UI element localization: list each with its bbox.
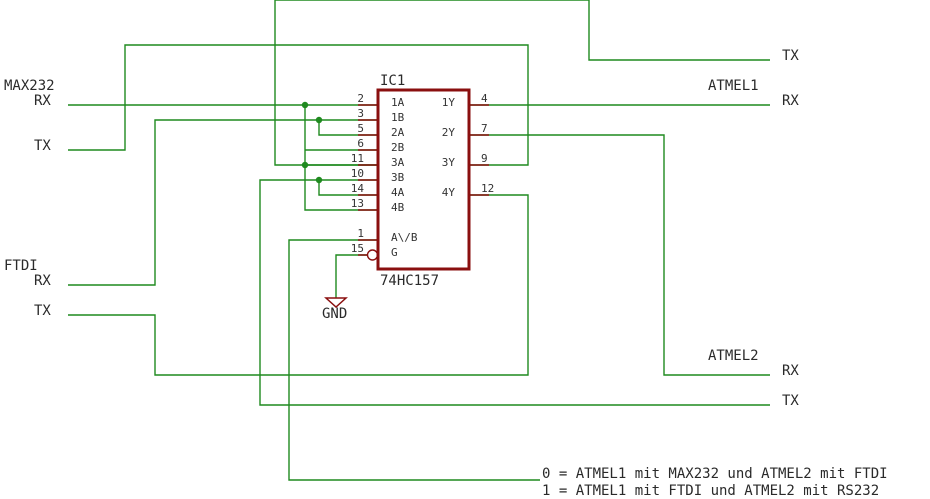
junction-dot [301,101,309,109]
ic1-pin-number: 2 [357,92,364,105]
ftdi-tx-label: TX [34,303,51,319]
atmel2-rx-label: RX [782,363,799,379]
ic1-pin-name: A\/B [391,231,418,244]
max232-rx-label: RX [34,93,51,109]
ic1-pin-number: 9 [481,152,488,165]
ic1-pin-number: 13 [351,197,364,210]
wire-max232-tx [68,44,529,166]
ic1-right-pin-stubs [469,104,489,196]
ic1-pin-name: 1Y [442,96,456,109]
ic1-pin-name: 2Y [442,126,456,139]
note-line-1: 1 = ATMEL1 mit FTDI und ATMEL2 mit RS232 [542,483,879,499]
atmel1-rx-label: RX [782,93,799,109]
ftdi-rx-label: RX [34,273,51,289]
max232-tx-label: TX [34,138,51,154]
wire-atmel2-rx [469,134,770,376]
wire-3b-4b [304,165,378,211]
gnd-triangle-icon [324,297,348,309]
wire-atmel1-tx [274,0,770,166]
connector-labels: MAX232 RX TX FTDI RX TX TX ATMEL1 RX ATM… [4,48,799,409]
ic1-pin-name: 2B [391,141,405,154]
ic1-pin-name: 4Y [442,186,456,199]
ic1-part: 74HC157 [380,273,439,289]
junction-dot [315,116,323,124]
gnd-symbol: GND [322,297,348,322]
ic1-pin-number: 1 [357,227,364,240]
ic1-pin-name: 1B [391,111,405,124]
gnd-label: GND [322,306,347,322]
ic1-ref: IC1 [380,73,405,89]
ic1-pin-number: 10 [351,167,364,180]
wire-select [288,239,540,481]
atmel2-tx-label: TX [782,393,799,409]
select-notes: 0 = ATMEL1 mit MAX232 und ATMEL2 mit FTD… [542,466,888,499]
ic1-pin-name: 3Y [442,156,456,169]
ftdi-name: FTDI [4,258,38,274]
atmel1-tx-label: TX [782,48,799,64]
ic1-pin-name: 3B [391,171,405,184]
ic1-pin-name: 4B [391,201,405,214]
junction-dot [301,161,309,169]
wire-ftdi-rx [68,119,378,286]
wire-ftdi-tx [68,194,529,376]
atmel2-name: ATMEL2 [708,348,759,364]
junctions [301,101,323,184]
wires [68,0,770,481]
max232-name: MAX232 [4,78,55,94]
ic1-pin-number: 4 [481,92,488,105]
atmel1-name: ATMEL1 [708,78,759,94]
ic1-pin-number: 5 [357,122,364,135]
wire-gnd [335,254,368,298]
ic1-left-pins: 2 1A 3 1B 5 2A 6 2B 11 3A 10 3B 14 4A 13 4B 1 A\/B 15 G [351,92,418,259]
ic1-inverted-g-bubble [366,249,379,261]
ic1-left-pin-stubs [358,104,378,256]
ic1-pin-number: 6 [357,137,364,150]
ic1-pin-number: 3 [357,107,364,120]
note-line-0: 0 = ATMEL1 mit MAX232 und ATMEL2 mit FTD… [542,466,888,482]
ic1-pin-name: 1A [391,96,405,109]
ic1-right-pins: 4 1Y 7 2Y 9 3Y 12 4Y [442,92,495,199]
junction-dot [315,176,323,184]
ic1-pin-number: 12 [481,182,494,195]
ic1-pin-name: G [391,246,398,259]
ic1-pin-number: 11 [351,152,364,165]
ic1-pin-name: 2A [391,126,405,139]
ic1-pin-number: 15 [351,242,364,255]
ic1-pin-number: 14 [351,182,365,195]
ic1-pin-number: 7 [481,122,488,135]
ic1-pin-name: 3A [391,156,405,169]
ic1-pin-name: 4A [391,186,405,199]
